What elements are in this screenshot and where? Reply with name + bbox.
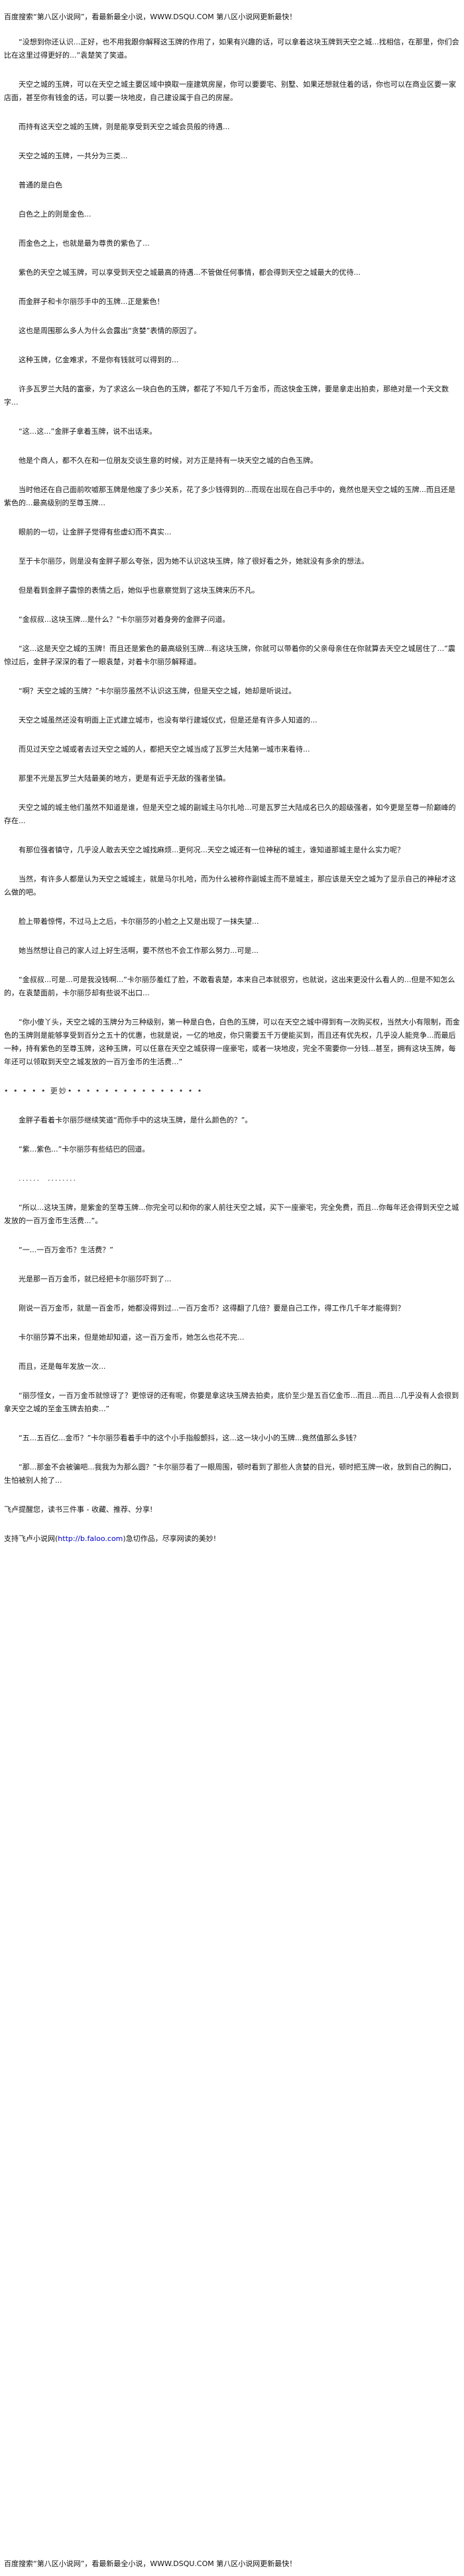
paragraph: 他是个商人，都不久在和一位朋友交谈生意的时候，对方正是持有一块天空之城的白色玉牌… [19,456,318,465]
paragraph: 脸上带着惊愕，不过马上之后，卡尔丽莎的小脸之上又是出现了一抹失望... [19,917,259,926]
paragraph: 而金胖子和卡尔丽莎手中的玉牌...正是紫色！ [19,297,164,306]
paragraph: 紫色的天空之城玉牌，可以享受到天空之城最高的待遇...不管做任何事情，都会得到天… [19,268,361,277]
paragraph: 眼前的一切，让金胖子觉得有些虚幻而不真实... [19,528,172,536]
paragraph: “你小傻丫头，天空之城的玉牌分为三种级别，第一种是白色，白色的玉牌，可以在天空之… [4,1018,460,1066]
paragraph: 当然，有许多人都是认为天空之城城主，就是马尔扎哈，而为什么被称作副城主而不是城主… [4,875,456,897]
paragraph: 许多瓦罗兰大陆的富豪，为了求这么一块白色的玉牌，都花了不知几千万金币，而这快金玉… [4,385,449,407]
faloo-link[interactable]: http://b.faloo.com [58,1534,123,1543]
support-line: 支持飞卢小说网(http://b.faloo.com)急切作品，尽享网读的美妙! [4,1532,460,1546]
paragraph: 至于卡尔丽莎，则是没有金胖子那么夸张，因为她不认识这块玉牌，除了很好看之外，她就… [19,557,369,566]
paragraph: “这...这是天空之城的玉牌！而且还是紫色的最高级别玉牌...有这块玉牌，你就可… [4,644,455,666]
paragraph: “五...五百亿...金币？”卡尔丽莎看着手中的这个小手指般颤抖，这...这一块… [19,1434,361,1442]
paragraph: 卡尔丽莎算不出来，但是她却知道，这一百万金币，她怎么也花不完... [19,1333,245,1342]
paragraph: 金胖子看着卡尔丽莎继续笑道“而你手中的这块玉牌，是什么颜色的？”。 [19,1116,253,1124]
paragraph: 而且，还是每年发放一次... [19,1362,106,1371]
site-banner-bottom: 百度搜索“第八区小说网”，看最新最全小说，WWW.DSQU.COM 第八区小说网… [4,2559,297,2568]
paragraph: “紫...紫色...”卡尔丽莎有些结巴的回道。 [19,1145,150,1154]
paragraph: 天空之城虽然还没有明面上正式建立城市，也没有举行建城仪式，但是还是有许多人知道的… [19,716,318,724]
separator-line: ...... ........ [19,1174,77,1183]
paragraph: “金叔叔...这块玉牌...是什么？”卡尔丽莎对着身旁的金胖子问道。 [19,615,230,624]
paragraph: 当时他还在自己面前吹嘘那玉牌是他废了多少关系，花了多少钱得到的...而现在出现在… [4,485,455,507]
separator-line: • • • • • 更妙• • • • • • • • • • • • • • … [4,1087,203,1095]
paragraph: “丽莎怪女，一百万金币就惊讶了？更惊讶的还有呢，你要是拿这块玉牌去拍卖，底价至少… [4,1391,459,1413]
paragraph: “所以...这块玉牌，是紫金的至尊玉牌...你完全可以和你的家人前往天空之城，买… [4,1203,459,1225]
paragraph: 这种玉牌，亿金难求，不是你有钱就可以得到的... [19,356,179,364]
paragraph: “一...一百万金币？生活费？” [19,1246,113,1254]
support-prefix: 支持飞卢小说网( [4,1534,58,1543]
paragraph: 白色之上的则是金色... [19,210,91,219]
paragraph: “那...那金不会被骗吧...我我为为那么圆？”卡尔丽莎看了一眼周围，顿时看到了… [4,1463,456,1485]
paragraph: 有那位强者镇守，几乎没人敢去天空之城找麻烦...更何况...天空之城还有一位神秘… [19,846,404,854]
reading-reminder: 飞卢提醒您，读书三件事 - 收藏、推荐、分享! [4,1505,153,1514]
paragraph: 而金色之上，也就是最为尊贵的紫色了... [19,239,150,248]
paragraph: 但是看到金胖子震惊的表情之后，她似乎也意察觉到了这块玉牌来历不凡。 [19,586,259,595]
paragraph: 而持有这天空之城的玉牌，则是能享受到天空之城会员般的待遇... [19,123,230,131]
paragraph: 普通的是白色 [19,181,62,189]
site-banner-top: 百度搜索“第八区小说网”，看最新最全小说，WWW.DSQU.COM 第八区小说网… [4,13,297,21]
paragraph: 天空之城的城主他们虽然不知道是谁，但是天空之城的副城主马尔扎哈...可是瓦罗兰大… [4,803,456,825]
paragraph: 这也是周围那么多人为什么会露出“贪婪”表情的原因了。 [19,326,202,335]
paragraph: 而见过天空之城或者去过天空之城的人，都把天空之城当成了瓦罗兰大陆第一城市来看待.… [19,745,310,754]
paragraph: “啊？天空之城的玉牌？”卡尔丽莎虽然不认识这玉牌，但是天空之城，她却是听说过。 [19,687,296,695]
support-suffix: )急切作品，尽享网读的美妙! [123,1534,217,1543]
paragraph: 天空之城的玉牌，可以在天空之城主要区域中换取一座建筑房屋，你可以要要宅、别墅、如… [4,80,456,102]
chapter-content: “没想到你还认识...正好，也不用我跟你解释这玉牌的作用了，如果有兴趣的话，可以… [0,24,464,1546]
paragraph: “这...这...”金胖子拿着玉牌，说不出话来。 [19,427,157,436]
paragraph: 那里不光是瓦罗兰大陆最美的地方，更是有近乎无敌的强者坐镇。 [19,774,230,783]
paragraph: “金叔叔...可是...可是我没钱啊...”卡尔丽莎羞红了脸，不敢看袁楚，本来自… [4,975,455,997]
paragraph: 天空之城的玉牌，一共分为三类... [19,152,128,160]
paragraph: 刚说一百万金币，就是一百金币，她都没得到过...一百万金币？这得翻了几倍？要是自… [19,1304,405,1313]
paragraph: 她当然想让自己的家人过上好生活啊，要不然也不会工作那么努力...可是... [19,946,259,955]
paragraph: “没想到你还认识...正好，也不用我跟你解释这玉牌的作用了，如果有兴趣的话，可以… [4,38,459,60]
paragraph: 光是那一百万金币，就已经把卡尔丽莎吓到了... [19,1275,172,1283]
